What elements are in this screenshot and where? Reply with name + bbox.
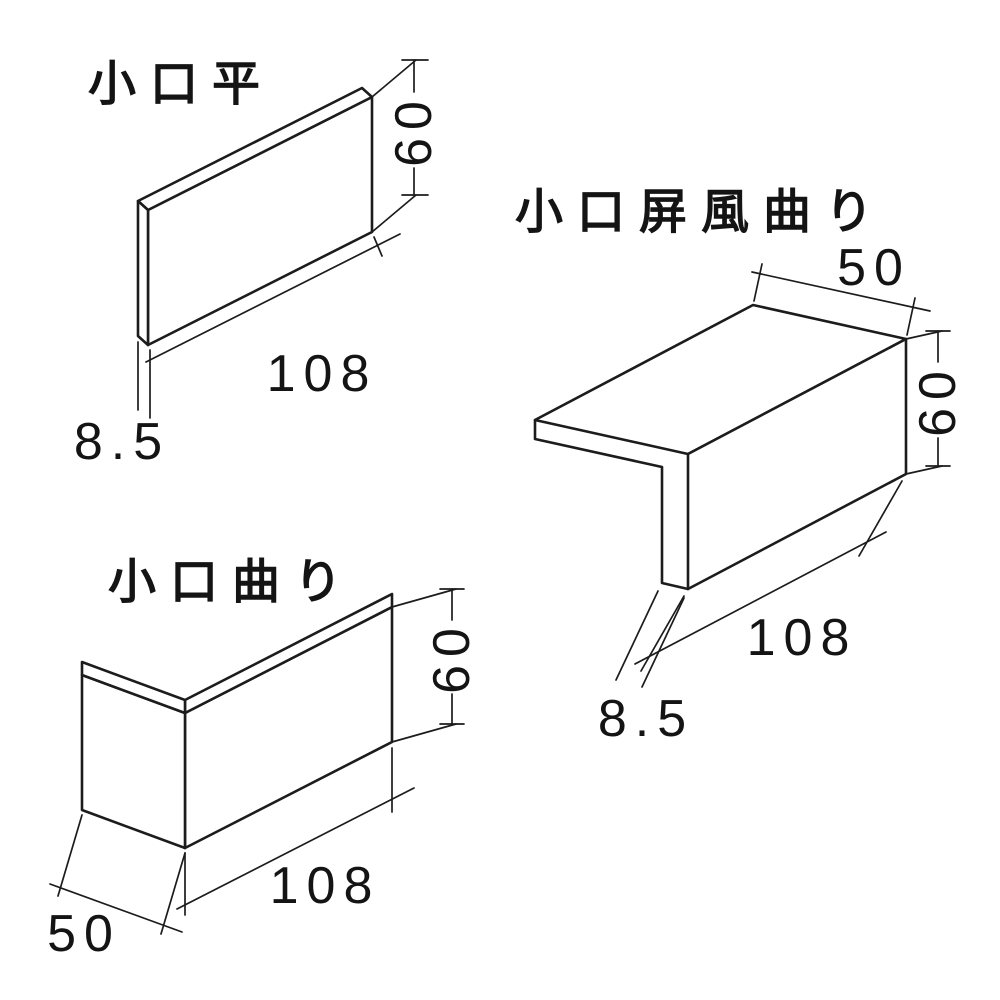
extension-line — [905, 465, 943, 475]
extension-line — [371, 194, 417, 233]
dimension-height-byobu: 60 — [905, 330, 967, 475]
dimension-value-depth: 50 — [47, 905, 121, 963]
dimension-thickness-byobu: 8.5 — [598, 590, 694, 748]
magari-main-face — [183, 605, 394, 850]
dimension-height-koguchi-hira: 60 — [371, 59, 443, 233]
magari-wing-top-edge-face — [80, 660, 187, 715]
dimension-value-height: 60 — [385, 93, 443, 167]
piece-koguchi-hira: 小口平 60 108 — [74, 58, 443, 471]
dimension-width-koguchi-hira: 108 — [145, 233, 401, 403]
dimension-value-width: 108 — [270, 857, 381, 915]
extension-line — [905, 330, 943, 340]
extension-line — [858, 480, 903, 557]
dimension-depth-magari: 50 — [47, 814, 186, 963]
dimension-value-width: 108 — [747, 609, 858, 667]
dimension-width-byobu: 108 — [634, 480, 903, 672]
dimension-line — [145, 233, 401, 363]
dimension-value-height: 60 — [909, 363, 967, 437]
piece-koguchi-magari: 小口曲り 60 108 — [47, 556, 481, 963]
extension-line — [160, 852, 186, 935]
extension-line — [615, 590, 659, 681]
dimension-width-magari: 108 — [176, 747, 415, 916]
dimension-line — [49, 883, 183, 933]
dimension-value-depth: 50 — [837, 239, 911, 297]
extension-line — [640, 595, 685, 672]
dimension-height-magari: 60 — [391, 588, 481, 743]
dimension-depth-byobu: 50 — [751, 239, 931, 336]
dimension-line — [634, 531, 887, 665]
dimension-value-thickness: 8.5 — [74, 413, 170, 471]
extension-line — [906, 297, 916, 336]
piece-label-koguchi-magari: 小口曲り — [108, 556, 356, 609]
extension-line — [391, 588, 457, 608]
extension-line — [371, 59, 417, 98]
extension-line — [391, 723, 457, 743]
piece-label-koguchi-byobu-magari: 小口屏風曲り — [515, 186, 887, 239]
koguchi-hira-left-edge-face — [136, 199, 150, 347]
dimension-value-thickness: 8.5 — [598, 690, 694, 748]
piece-koguchi-byobu-magari: 小口屏風曲り 50 60 — [515, 186, 967, 748]
extension-line — [641, 597, 685, 688]
dimension-thickness-koguchi-hira: 8.5 — [74, 341, 170, 471]
dimension-value-width: 108 — [267, 345, 378, 403]
extension-line — [57, 814, 83, 897]
dimension-line — [751, 271, 931, 312]
extension-line — [373, 236, 383, 257]
koguchi-hira-front-face — [146, 95, 374, 347]
piece-label-koguchi-hira: 小口平 — [88, 58, 274, 111]
dimension-line — [176, 787, 415, 910]
byobu-end-cross-section — [533, 418, 690, 591]
extension-line — [753, 263, 763, 302]
dimension-value-height: 60 — [423, 620, 481, 694]
